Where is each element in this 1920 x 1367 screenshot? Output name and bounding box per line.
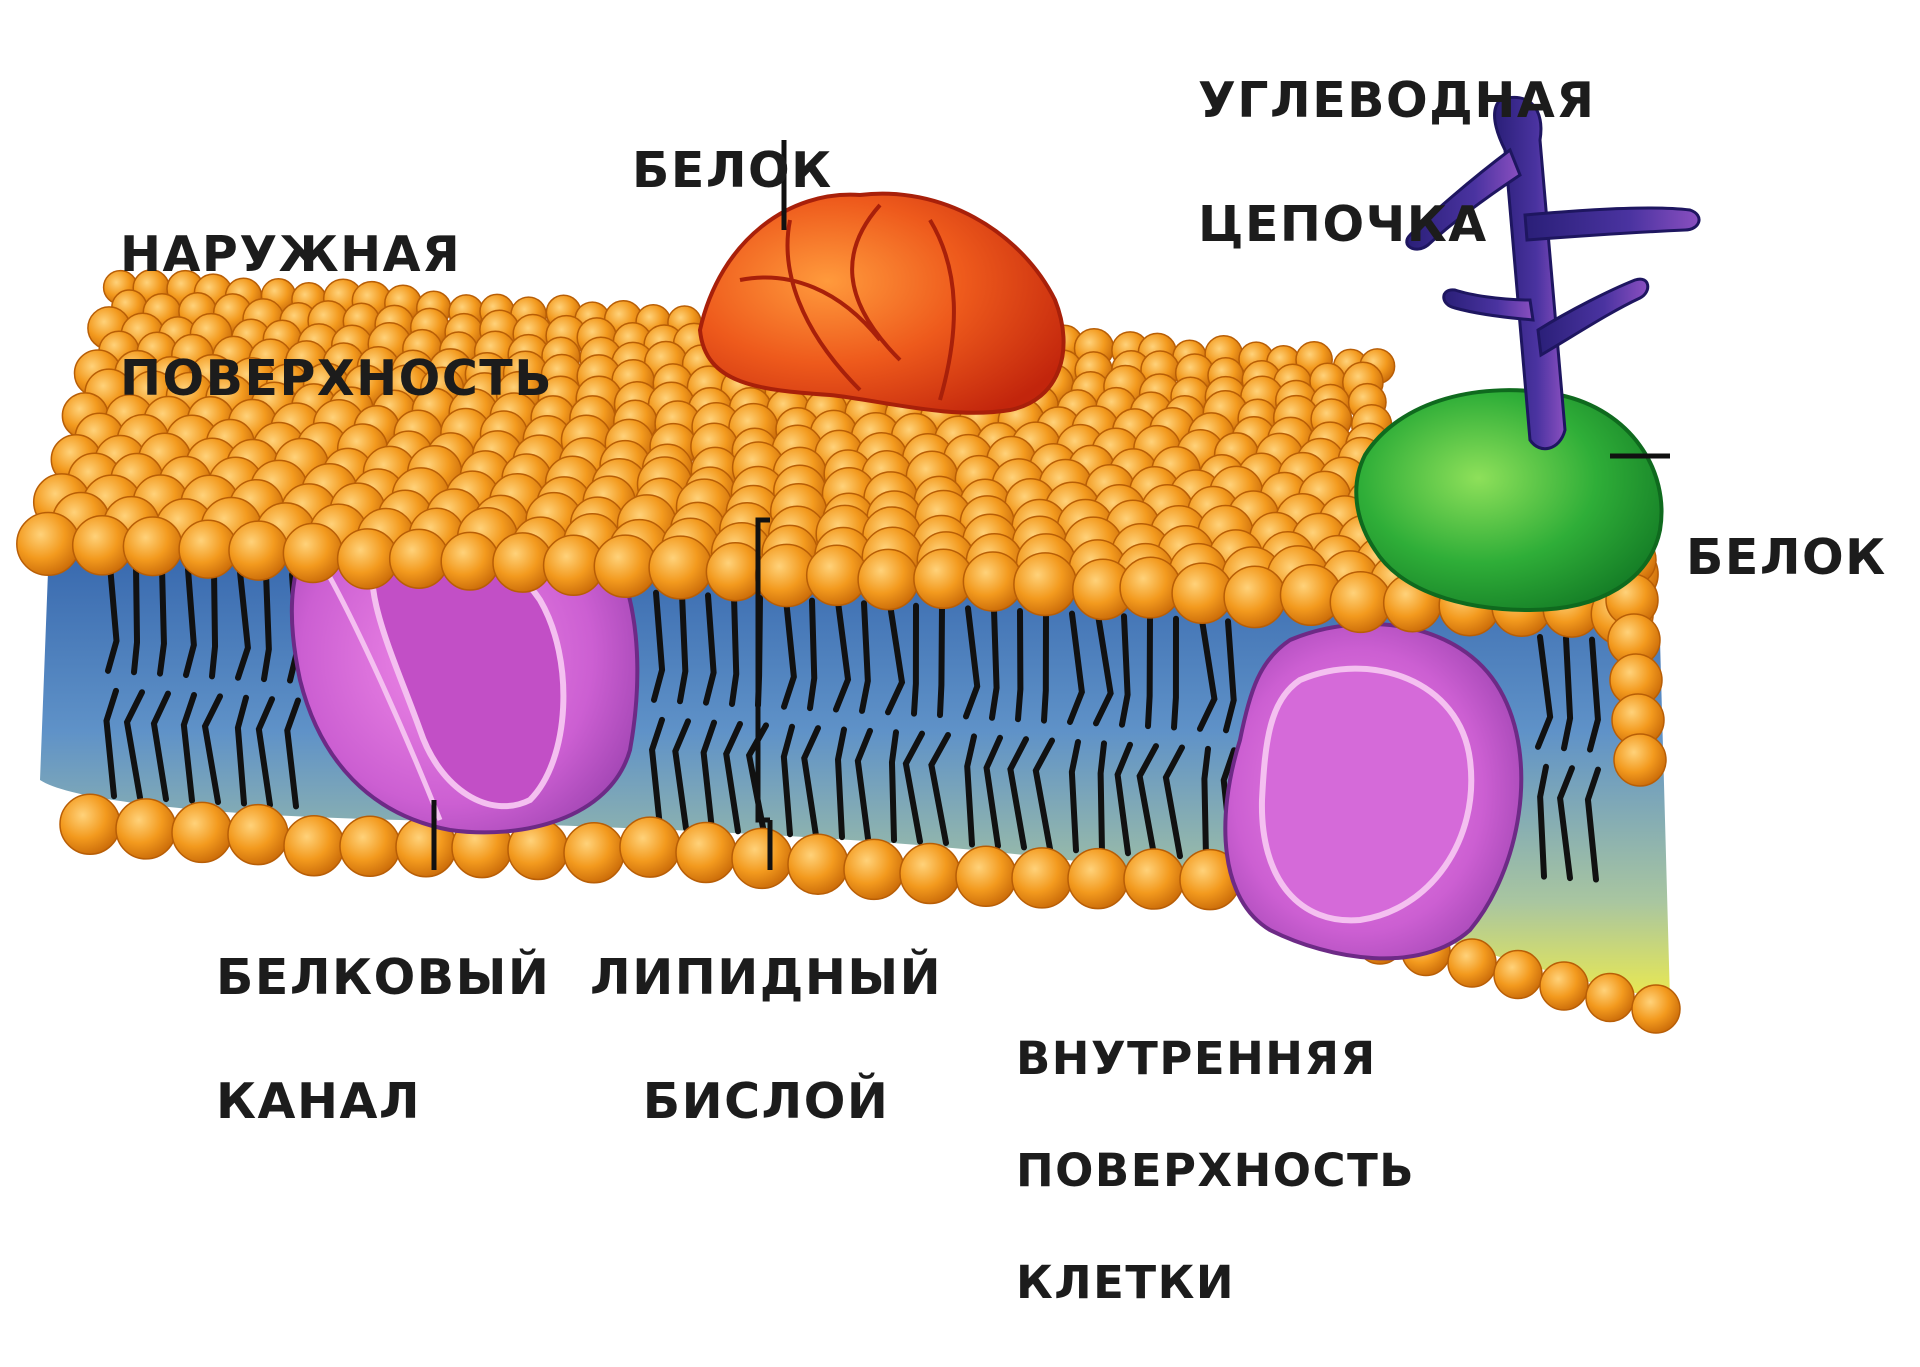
lipid-head [1068, 849, 1128, 909]
lipid-head [123, 517, 182, 576]
lipid-head [441, 532, 499, 590]
lipid-head [649, 536, 712, 599]
label-protein-channel-line1: БЕЛКОВЫЙ [216, 947, 550, 1009]
lipid-head [283, 524, 342, 583]
label-protein-top-text: БЕЛОК [632, 140, 833, 202]
lipid-head [676, 823, 736, 883]
lipid-head [1172, 563, 1232, 623]
lipid-head [620, 817, 680, 877]
label-carbohydrate-chain: УГЛЕВОДНАЯ ЦЕПОЧКА [1198, 8, 1595, 318]
label-protein-channel-line2: КАНАЛ [216, 1071, 550, 1133]
lipid-head [858, 549, 918, 609]
lipid-head [1448, 939, 1496, 987]
label-lipid-bilayer-line2: БИСЛОЙ [590, 1071, 942, 1133]
label-carbohydrate-chain-line2: ЦЕПОЧКА [1198, 194, 1595, 256]
lipid-head [1330, 572, 1391, 633]
lipid-head [1120, 557, 1181, 618]
label-outer-surface-line2: ПОВЕРХНОСТЬ [120, 348, 553, 410]
lipid-head [1586, 974, 1634, 1022]
lipid-head [179, 520, 237, 578]
label-protein-right-text: БЕЛОК [1686, 527, 1887, 589]
lipid-head [1540, 962, 1588, 1010]
lipid-head [564, 823, 624, 883]
label-protein-right: БЕЛОК [1686, 465, 1887, 651]
lipid-head [1124, 849, 1184, 909]
lipid-head [172, 802, 232, 862]
lipid-head [1614, 734, 1666, 786]
label-protein-top: БЕЛОК [632, 78, 833, 264]
surface-protein-right [1356, 390, 1661, 610]
lipid-head [1494, 951, 1542, 999]
protein-channel-right [1225, 624, 1521, 958]
lipid-head [229, 521, 288, 580]
lipid-head [338, 529, 398, 589]
lipid-head [1632, 985, 1680, 1033]
lipid-head [1014, 553, 1077, 616]
label-inner-surface-line2: ПОВЕРХНОСТЬ [1016, 1143, 1415, 1199]
label-lipid-bilayer: ЛИПИДНЫЙ БИСЛОЙ [590, 885, 942, 1195]
lipid-head [340, 816, 400, 876]
lipid-head [1012, 848, 1072, 908]
label-outer-surface-line1: НАРУЖНАЯ [120, 224, 553, 286]
label-protein-channel: БЕЛКОВЫЙ КАНАЛ [216, 885, 550, 1195]
label-inner-surface-line1: ВНУТРЕННЯЯ [1016, 1031, 1415, 1087]
label-lipid-bilayer-line1: ЛИПИДНЫЙ [590, 947, 942, 1009]
label-inner-surface: ВНУТРЕННЯЯ ПОВЕРХНОСТЬ КЛЕТКИ [1016, 975, 1415, 1367]
lipid-head [732, 828, 792, 888]
lipid-head [284, 816, 344, 876]
label-inner-surface-line3: КЛЕТКИ [1016, 1255, 1415, 1311]
lipid-head [228, 805, 288, 865]
label-carbohydrate-chain-line1: УГЛЕВОДНАЯ [1198, 70, 1595, 132]
lipid-head [17, 513, 80, 576]
label-outer-surface: НАРУЖНАЯ ПОВЕРХНОСТЬ [120, 162, 553, 472]
lipid-head [594, 535, 656, 597]
lipid-head [390, 529, 449, 588]
lipid-head [116, 799, 176, 859]
lipid-head [956, 846, 1016, 906]
lipid-head [60, 794, 120, 854]
lipid-head [1224, 566, 1285, 627]
